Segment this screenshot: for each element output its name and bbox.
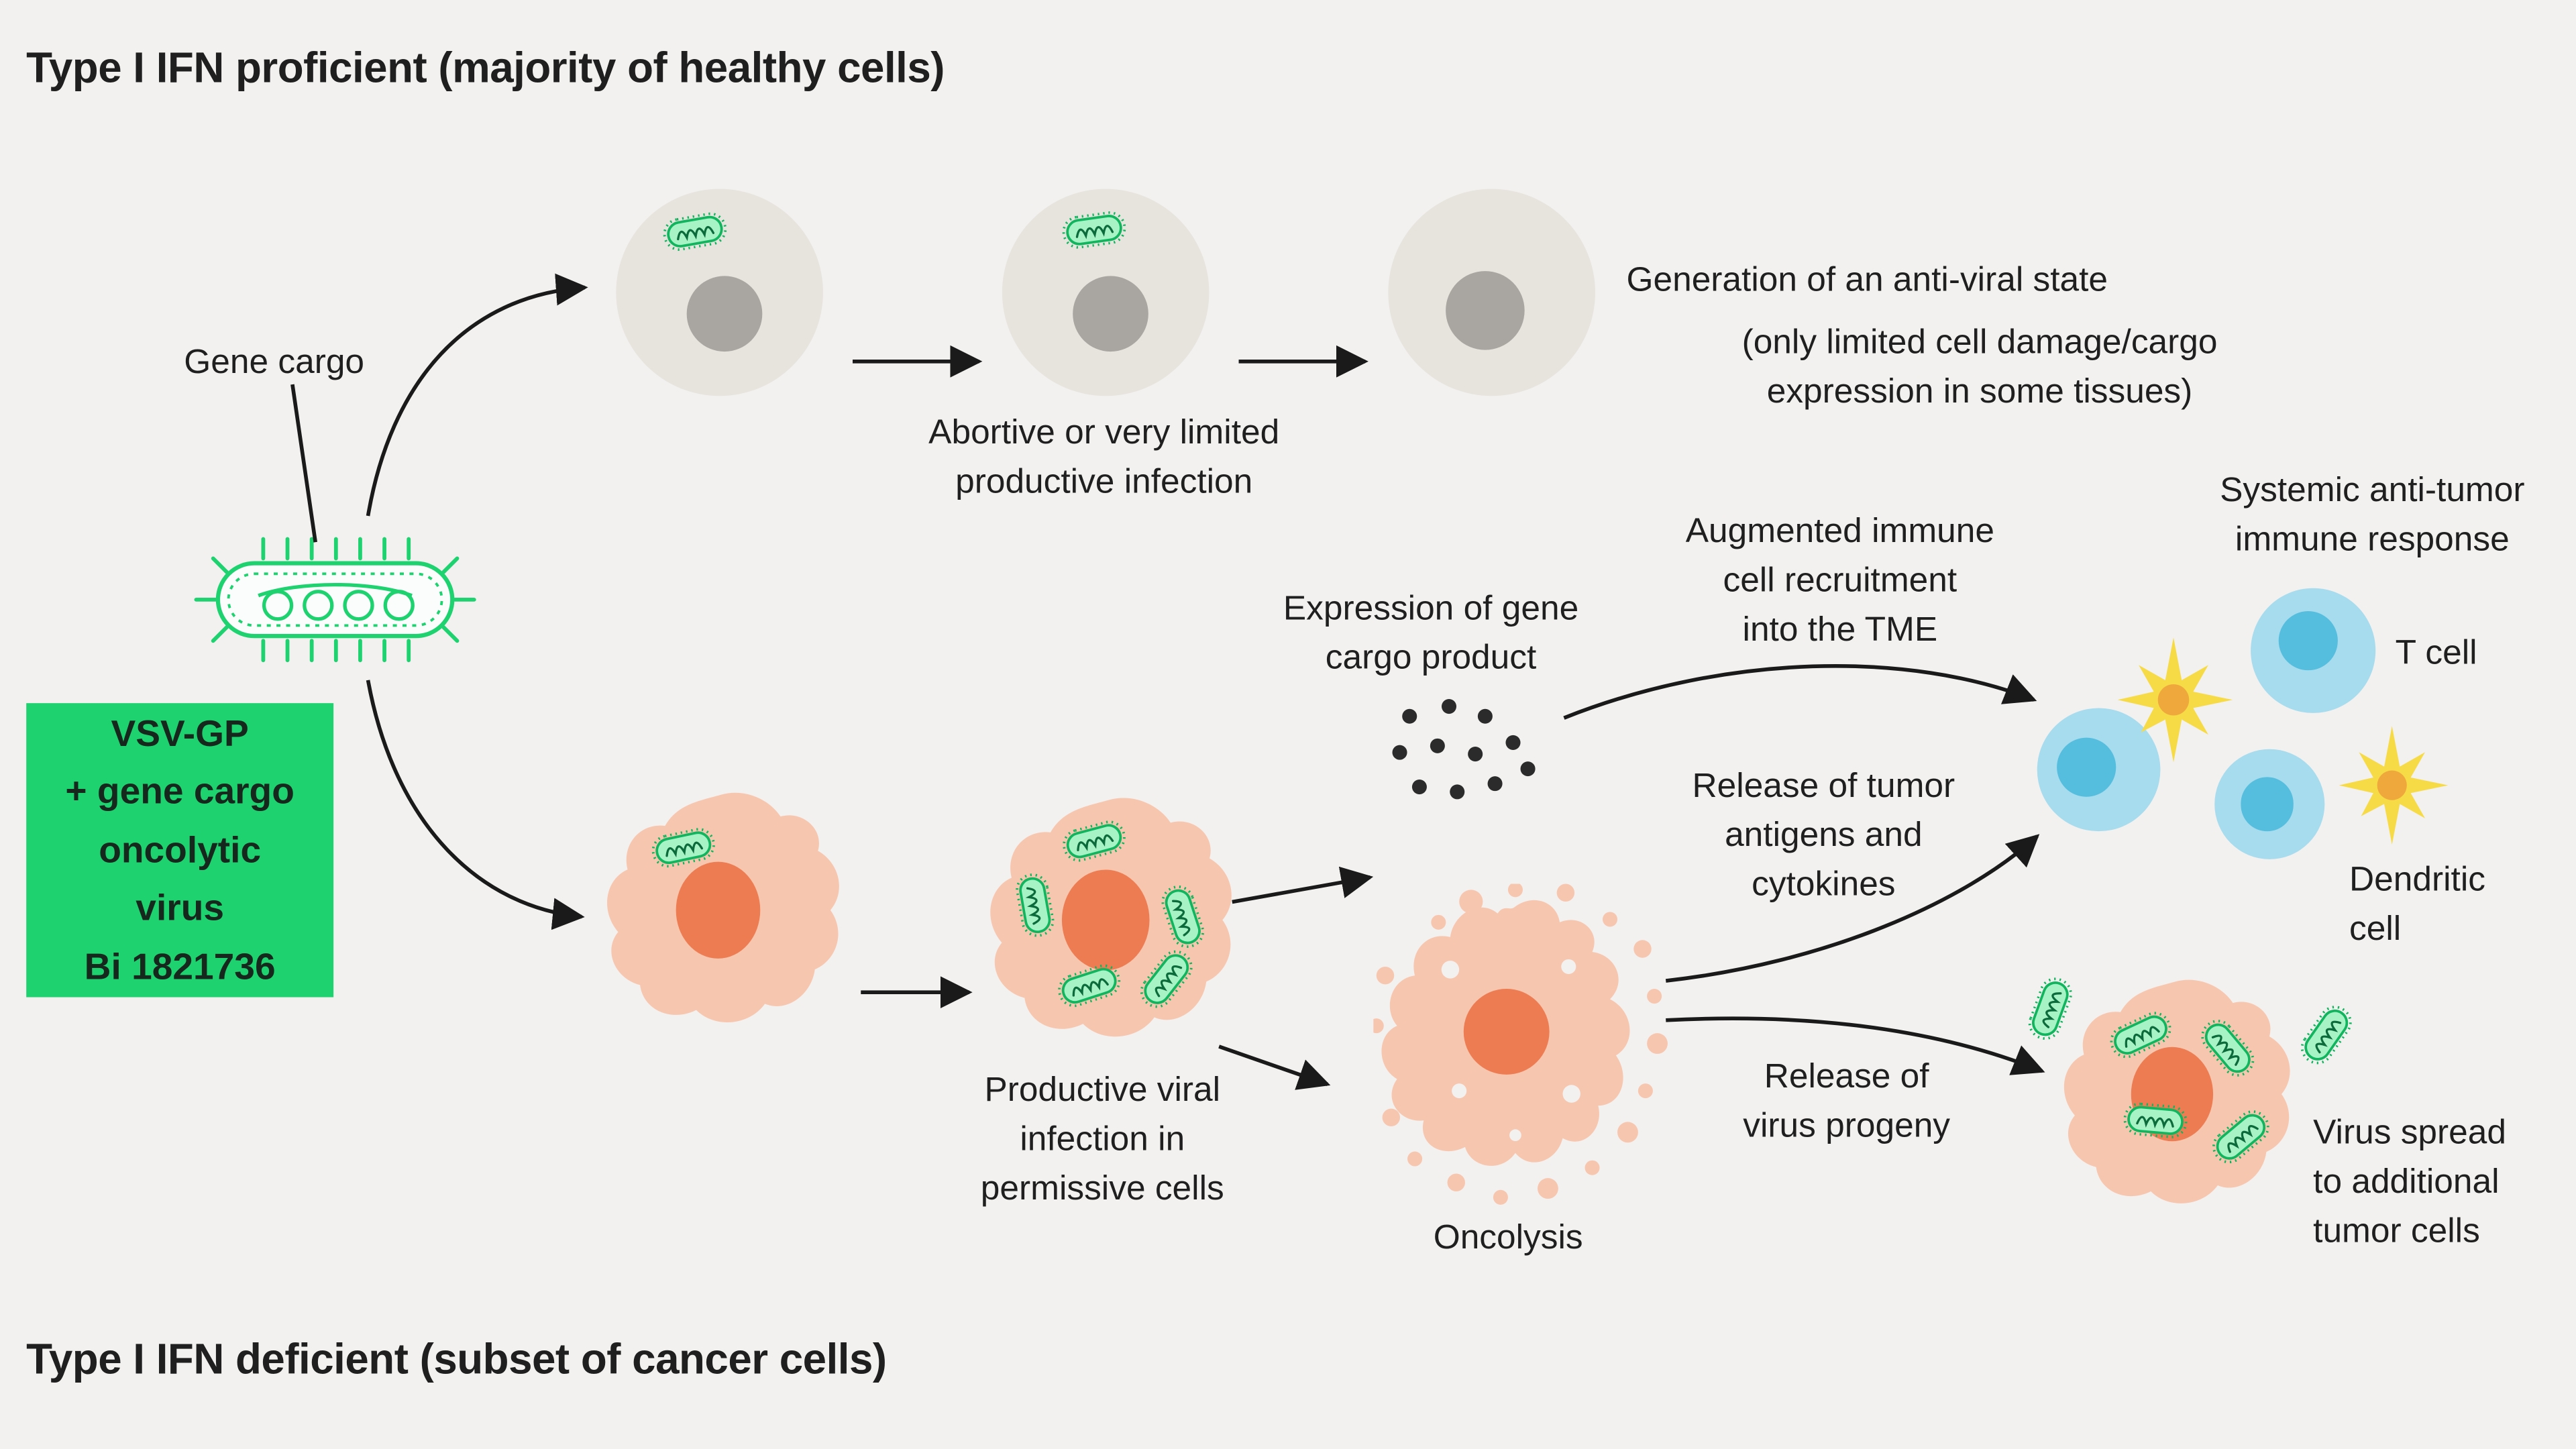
t-cell-nucleus: [2278, 610, 2339, 671]
t-cell-3: [2214, 749, 2325, 859]
virus-name-box: VSV-GP + gene cargo oncolytic virus Bi 1…: [26, 703, 334, 998]
gene-cargo-pointer-line: [290, 384, 317, 543]
abortive-infection-label: Abortive or very limited productive infe…: [928, 414, 1280, 501]
release-progeny-label: Release of virus progeny: [1743, 1058, 1951, 1145]
arrow-dots-to-immune: [1563, 664, 2037, 720]
oncolysis-label: Oncolysis: [1433, 1219, 1583, 1257]
augmented-recruitment-label: Augmented immune cell recruitment into t…: [1685, 513, 1994, 649]
healthy-cell-nucleus: [1072, 276, 1148, 352]
healthy-cell-nucleus: [686, 276, 762, 352]
antiviral-state-note: (only limited cell damage/cargo expressi…: [1741, 323, 2218, 411]
release-antigens-label: Release of tumor antigens and cytokines: [1692, 767, 1955, 904]
tumor-cell-1: [596, 786, 846, 1035]
t-cell-nucleus: [2057, 737, 2116, 797]
arrow-virus-to-healthy-cell: [366, 273, 588, 517]
virus-particle-icon: [2294, 999, 2359, 1071]
t-cell-nucleus: [2241, 777, 2294, 831]
gene-cargo-label: Gene cargo: [184, 343, 365, 382]
t-cell-2: [2037, 708, 2161, 832]
expression-label: Expression of gene cargo product: [1283, 590, 1579, 677]
healthy-cell-nucleus: [1446, 272, 1525, 351]
t-cell-label: T cell: [2395, 634, 2477, 672]
systemic-response-label: Systemic anti-tumor immune response: [2220, 471, 2525, 559]
oncolytic-virus-icon: [194, 537, 476, 663]
oncolysis-cell: [1373, 883, 1668, 1205]
dendritic-cell-label: Dendritic cell: [2349, 861, 2486, 948]
virus-particle-icon: [2121, 1102, 2190, 1140]
arrow-virus-to-tumor-cell: [366, 680, 585, 930]
arrow-tumor-to-expression: [1232, 866, 1374, 904]
section-title-ifn-deficient: Type I IFN deficient (subset of cancer c…: [26, 1334, 887, 1384]
spread-tumor-cell: [2053, 973, 2296, 1216]
virus-spread-label: Virus spread to additional tumor cells: [2313, 1114, 2506, 1250]
antiviral-state-label: Generation of an anti-viral state: [1626, 261, 2108, 299]
healthy-cell-3: [1388, 189, 1595, 396]
t-cell-1: [2251, 588, 2376, 713]
dendritic-cell-1: [2108, 634, 2239, 765]
section-title-ifn-proficient: Type I IFN proficient (majority of healt…: [26, 42, 945, 93]
dendritic-cell-2: [2330, 723, 2455, 848]
productive-infection-label: Productive viral infection in permissive…: [980, 1071, 1224, 1208]
gene-cargo-product-dots: [1392, 699, 1536, 800]
